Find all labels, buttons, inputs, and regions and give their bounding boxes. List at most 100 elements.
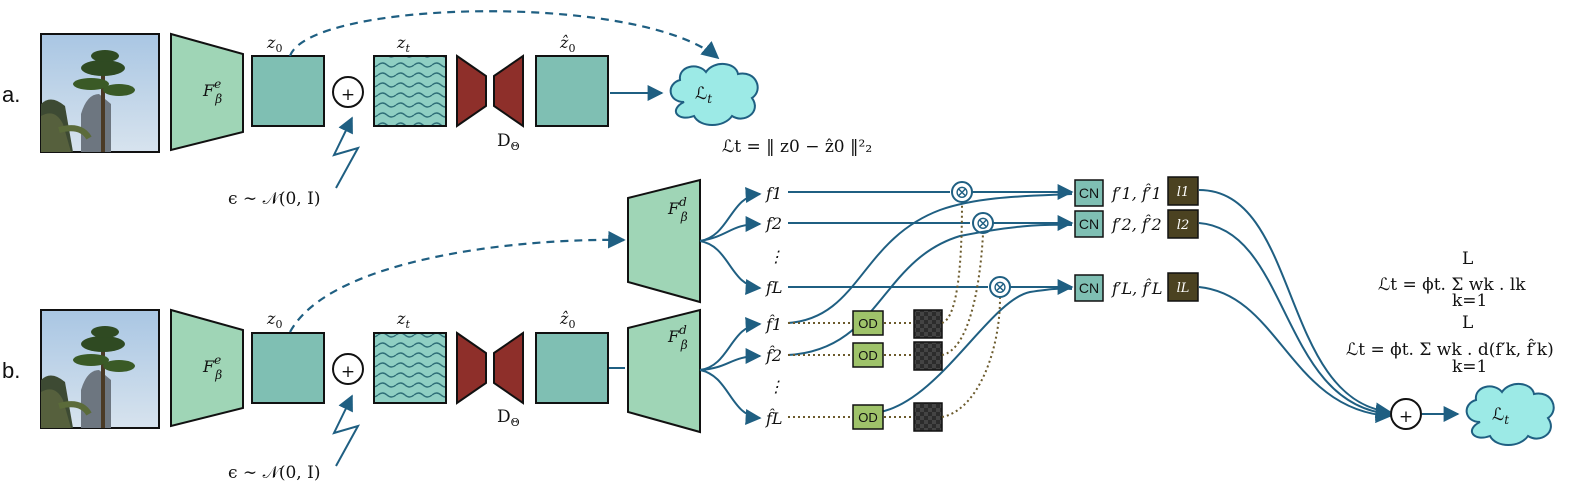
row-b-label: b. [2,358,20,383]
lk-label-L: lL [1177,281,1190,296]
od-label-2: OD [858,348,878,363]
cn-box-1 [1074,179,1104,207]
od-box-2 [852,342,884,368]
curve-fhatL-cn [879,287,1073,413]
final-plus: + [1399,407,1413,427]
input-image-b [41,310,159,428]
normalized-1: f′1, f̂′1 [1111,184,1162,203]
od-label-1: OD [858,316,878,331]
row-a-label: a. [2,82,20,107]
loss-cloud-a [669,62,759,126]
latent-z0-b [251,332,325,404]
branch-fhatL [699,369,762,426]
loss-equation-a: ℒt = ‖ z0 − ẑ0 ‖²₂ [722,137,872,157]
add-noise-a [332,76,364,108]
mask-2 [913,341,943,371]
encoder-b [170,308,244,428]
plus-a: + [341,85,355,105]
equation-1: ℒt = ϕt. Σ wk . lk [1378,275,1526,295]
otimes-1: ⊗ [954,182,969,203]
mask-1 [913,309,943,339]
branch-fL [699,240,762,296]
z0-to-fd-dashed [289,230,626,333]
od-box-L [852,404,884,430]
zhat-b-label: ẑ0 [559,309,575,331]
zt-a-label: zt [396,33,410,55]
input-image-a [41,34,159,152]
noisy-zt-a [373,55,447,127]
add-noise-b [332,353,364,385]
branch-fhat1 [699,316,762,371]
lk-box-L [1167,272,1199,302]
z0-b-label: z0 [266,309,282,331]
zt-b-label: zt [396,309,410,331]
decoder-b-right [493,331,524,405]
equation-2: ℒt = ϕt. Σ wk . d(f′k, f̂′k) [1346,339,1554,360]
sum-lower-1: k=1 [1452,291,1487,311]
feature-fhat2: f̂2 [765,346,782,365]
final-sum-node [1390,398,1422,430]
lk-box-1 [1167,176,1199,206]
final-loss-cloud [1465,382,1555,446]
noise-a-label: ϵ ∼ 𝒩(0, I) [228,189,320,209]
decoder-a-left [456,54,487,128]
lk-label-1: l1 [1177,185,1189,200]
plus-b: + [341,362,355,382]
decoder-a-label: DΘ [497,131,520,153]
cn-box-2 [1074,210,1104,238]
latent-z0-a [251,55,325,127]
curve-fhat1-cn [787,193,1073,324]
dot-mask1-mul [941,202,963,324]
noise-arrow-a [332,116,361,189]
cn-box-L [1074,274,1104,302]
curve-l2-sum [1198,222,1392,421]
dot-mask2-mul [941,233,984,356]
feature-f1: f1 [765,184,782,203]
sum-lower-2: k=1 [1452,357,1487,377]
latent-zhat-a [535,55,609,127]
feature-extractor-bottom [627,308,701,434]
latent-zhat-b [535,332,609,404]
otimes-L: ⊗ [992,277,1007,298]
feature-f2: f2 [765,214,782,233]
curve-fhat2-cn [787,223,1073,356]
final-loss-label: ℒt [1492,405,1509,427]
feature-dots-top: ⋮ [768,247,784,266]
sum-upper-2: L [1462,313,1473,333]
feature-fhatL: f̂L [765,409,783,428]
lk-label-2: l2 [1177,218,1189,233]
cn-label-1: CN [1079,185,1099,201]
feature-fL: fL [765,278,783,297]
branch-f2 [699,216,762,242]
decoder-b-left [456,331,487,405]
lk-box-2 [1167,209,1199,239]
od-box-1 [852,310,884,336]
feature-extractor-top [627,178,701,304]
loss-a-label: ℒt [695,84,712,106]
cn-label-2: CN [1079,216,1099,232]
decoder-b-label: DΘ [497,407,520,429]
sum-upper-1: L [1462,249,1473,269]
noise-arrow-b [332,394,361,467]
branch-f1 [699,186,762,242]
z0-to-loss-dashed [288,10,720,60]
normalized-L: f′L, f̂′L [1111,279,1163,298]
branch-fhat2 [699,348,762,371]
curve-lL-sum [1198,286,1392,424]
z0-a-label: z0 [266,33,282,55]
feature-fhat1: f̂1 [765,315,782,334]
curve-l1-sum [1198,189,1392,419]
otimes-2: ⊗ [975,213,990,234]
mask-L [913,402,943,432]
encoder-a [170,32,244,152]
noisy-zt-b [373,332,447,404]
noise-b-label: ϵ ∼ 𝒩(0, I) [228,463,320,483]
decoder-a-right [493,54,524,128]
cn-label-L: CN [1079,280,1099,296]
feature-dots-bot: ⋮ [768,377,784,396]
